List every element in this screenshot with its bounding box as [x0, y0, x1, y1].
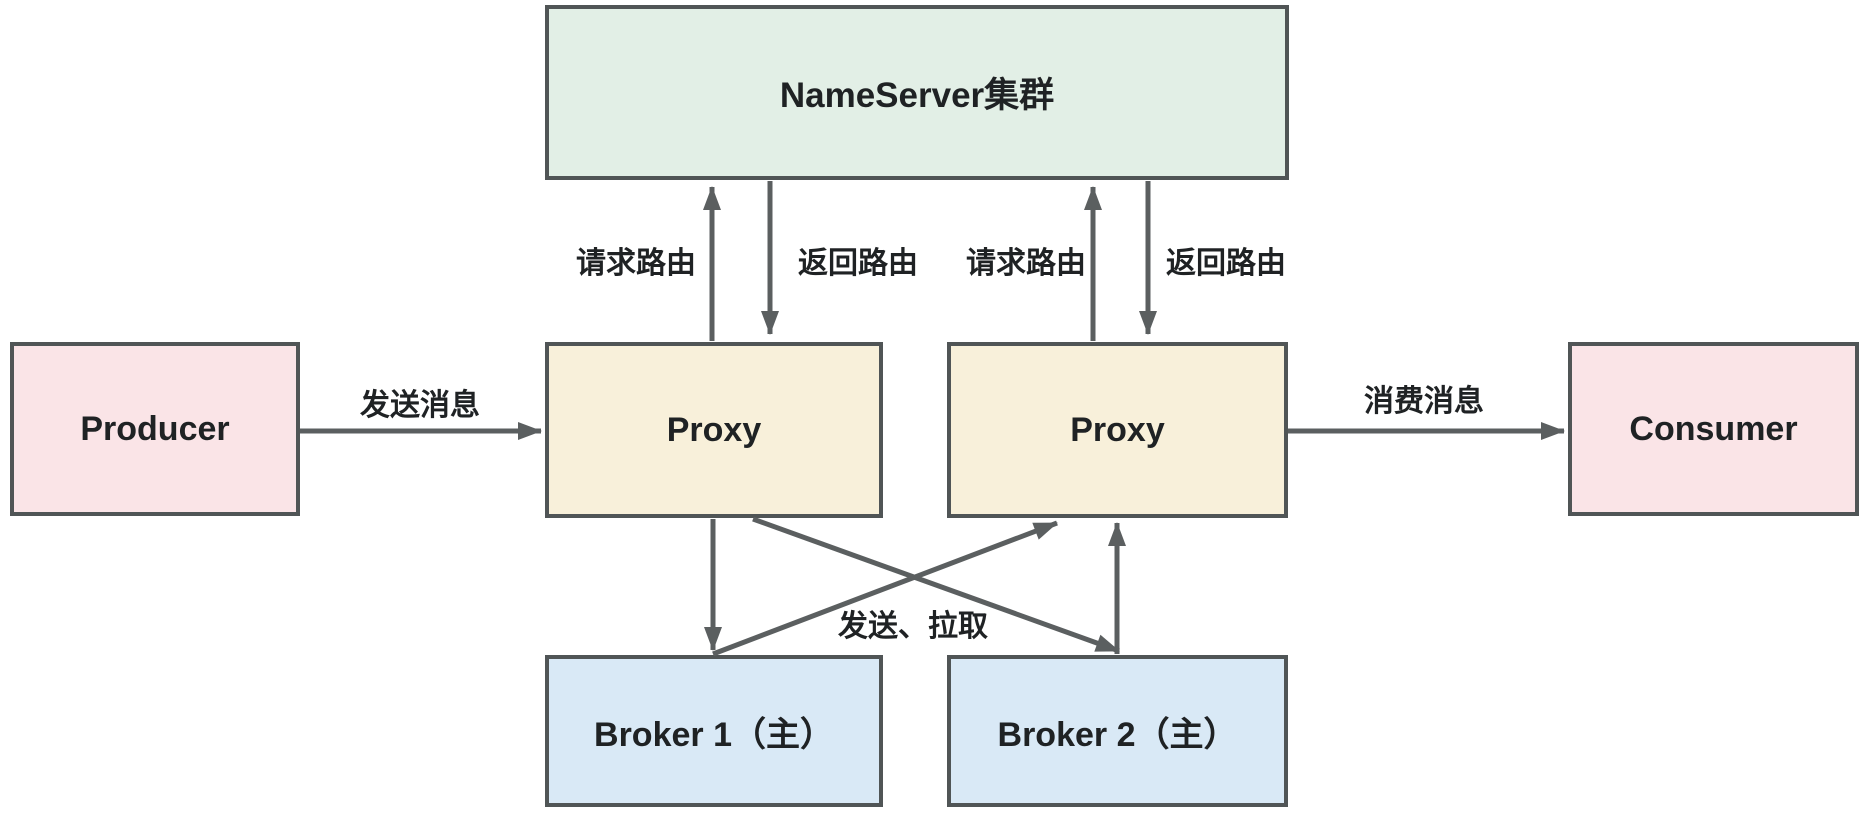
node-nameserver-label: NameServer集群 [779, 76, 1055, 115]
node-broker-2-label: Broker 2（主） [997, 715, 1238, 754]
node-broker-1: Broker 1（主） [545, 655, 883, 807]
node-producer: Producer [10, 342, 300, 516]
node-proxy-1-label: Proxy [666, 410, 762, 449]
edge-label-send-message: 发送消息 [360, 389, 480, 422]
edge-label-return-route-2: 返回路由 [1166, 247, 1286, 280]
node-nameserver-cluster: NameServer集群 [545, 5, 1289, 180]
edge-label-consume-message: 消费消息 [1364, 385, 1484, 418]
edge-label-send-pull: 发送、拉取 [838, 610, 988, 643]
node-consumer-label: Consumer [1629, 409, 1798, 448]
node-producer-label: Producer [80, 409, 230, 448]
node-proxy-2: Proxy [947, 342, 1288, 518]
edge-label-request-route-1: 请求路由 [576, 247, 696, 280]
node-broker-1-label: Broker 1（主） [594, 715, 834, 754]
edge-label-return-route-1: 返回路由 [798, 247, 918, 280]
node-broker-2: Broker 2（主） [947, 655, 1288, 807]
node-consumer: Consumer [1568, 342, 1859, 516]
node-proxy-1: Proxy [545, 342, 883, 518]
node-proxy-2-label: Proxy [1070, 410, 1165, 449]
edge-label-request-route-2: 请求路由 [966, 247, 1086, 280]
